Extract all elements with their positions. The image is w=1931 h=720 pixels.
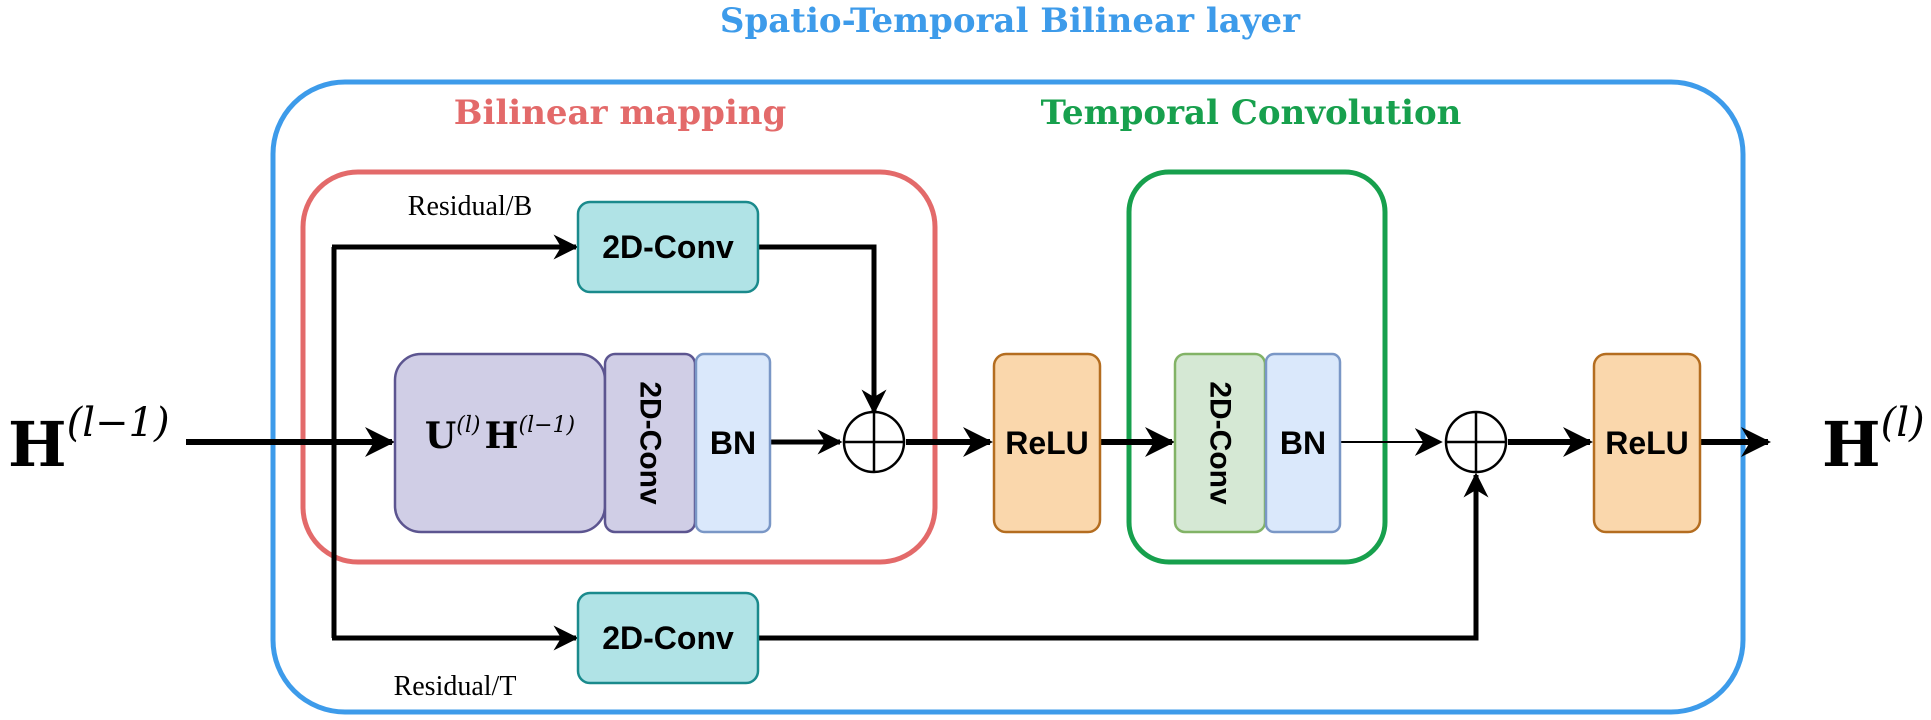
bilinear-bn-node: BN bbox=[694, 352, 772, 534]
bilinear-group-title: Bilinear mapping bbox=[454, 93, 787, 133]
bilinear-conv-node: 2D-Conv bbox=[603, 352, 697, 534]
temporal-group-title: Temporal Convolution bbox=[1041, 93, 1462, 133]
temporal-conv-node: 2D-Conv bbox=[1173, 352, 1267, 534]
residual-t-conv-label: 2D-Conv bbox=[602, 620, 734, 656]
output-label: H(l) bbox=[1822, 400, 1925, 481]
input-label: H(l−1) bbox=[8, 400, 170, 481]
input-base: H bbox=[8, 408, 67, 481]
temporal-bn-label: BN bbox=[1280, 425, 1326, 461]
edge-rest-to-adder2 bbox=[758, 472, 1489, 641]
bilinear-op-u-sup: (l) bbox=[456, 413, 480, 438]
residual-t-conv-node: 2D-Conv bbox=[576, 591, 760, 685]
bilinear-bn-label: BN bbox=[710, 425, 756, 461]
bilinear-op-u: U bbox=[425, 415, 456, 457]
temporal-bn-node: BN bbox=[1264, 352, 1342, 534]
relu-1-label: ReLU bbox=[1005, 425, 1089, 461]
relu-2-label: ReLU bbox=[1605, 425, 1689, 461]
adder-2 bbox=[1444, 410, 1508, 474]
diagram-title: Spatio-Temporal Bilinear layer bbox=[720, 1, 1301, 41]
outer-layer-box bbox=[270, 79, 1746, 715]
residual-b-conv-node: 2D-Conv bbox=[576, 200, 760, 294]
relu-1-node: ReLU bbox=[992, 352, 1102, 534]
relu-2-node: ReLU bbox=[1592, 352, 1702, 534]
residual-t-label: Residual/T bbox=[394, 671, 517, 702]
bilinear-group-box bbox=[300, 169, 938, 565]
bilinear-op-node: U(l)H(l−1) bbox=[393, 352, 607, 534]
input-superscript: (l−1) bbox=[67, 400, 170, 446]
temporal-conv-label: 2D-Conv bbox=[1204, 381, 1237, 505]
bilinear-op-formula: U(l)H(l−1) bbox=[425, 413, 575, 457]
adder-1 bbox=[842, 410, 906, 474]
residual-b-label: Residual/B bbox=[408, 191, 532, 222]
bilinear-op-h: H bbox=[484, 415, 518, 457]
bilinear-op-h-sup: (l−1) bbox=[518, 413, 575, 438]
residual-b-conv-label: 2D-Conv bbox=[602, 229, 734, 265]
temporal-group-box bbox=[1126, 169, 1388, 565]
output-superscript: (l) bbox=[1881, 400, 1925, 446]
edge-resb-to-adder bbox=[758, 244, 887, 415]
bilinear-conv-label: 2D-Conv bbox=[634, 381, 667, 505]
output-base: H bbox=[1822, 408, 1881, 481]
